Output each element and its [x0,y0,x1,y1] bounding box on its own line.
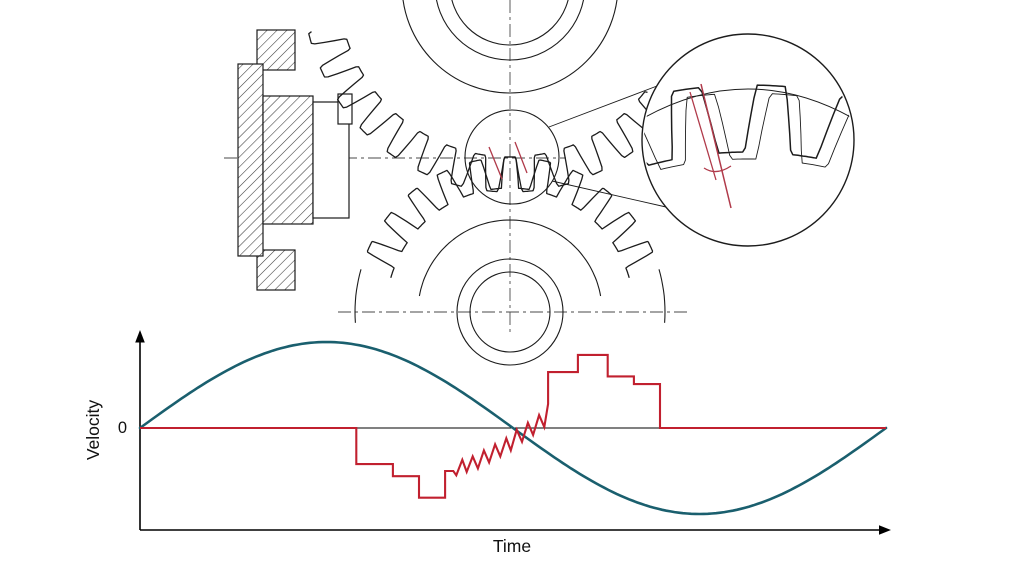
ideal-velocity-curve [138,340,888,516]
detail-mating-gear-profile [644,93,852,187]
bottom-gear-outer-arc-right [658,269,666,323]
backlash-contact-highlight [514,141,528,174]
backlash-velocity-curve [140,353,886,499]
top-gear-teeth [308,31,661,193]
detail-gear-teeth [644,84,852,179]
detail-source-circle [464,109,560,205]
top-gear-rim-circle [402,0,618,94]
x-axis-arrow [879,525,891,535]
detail-leader-line-bottom [551,180,667,208]
x-axis-label: Time [493,536,531,556]
shaft-hub-section [262,95,314,225]
detail-content [644,83,852,209]
bottom-gear-outer-arc-left [354,269,362,323]
bottom-gear-hub-circle [456,258,564,366]
backlash-detail-view [641,33,855,247]
y-zero-tick-label: 0 [118,419,127,437]
bottom-gear-teeth [366,156,654,278]
key-section [337,93,353,125]
shaft-flange-plate-section [237,63,264,257]
detail-mating-tip-arc [644,88,852,121]
backlash-gap-highlight-line [700,83,732,209]
detail-leader-line-top [548,85,658,128]
y-axis-arrow [135,330,145,343]
shaft-gear-rim-section-top [256,29,296,71]
top-gear-bore-circle [451,0,569,46]
bottom-gear-rim-arc [418,219,602,297]
y-axis-label: Velocity [83,400,103,461]
backlash-root-highlight-arc [703,165,732,173]
velocity-time-plot: Velocity 0 Time [83,330,891,556]
gear-mesh-drawing [224,0,688,366]
detail-circle [641,33,855,247]
shaft-gear-rim-section-bottom [256,249,296,291]
backlash-contact-highlight [488,146,503,180]
top-gear-hub-circle [435,0,585,61]
bottom-gear-bore-circle [469,271,551,353]
backlash-flank-highlight-line [689,91,717,181]
